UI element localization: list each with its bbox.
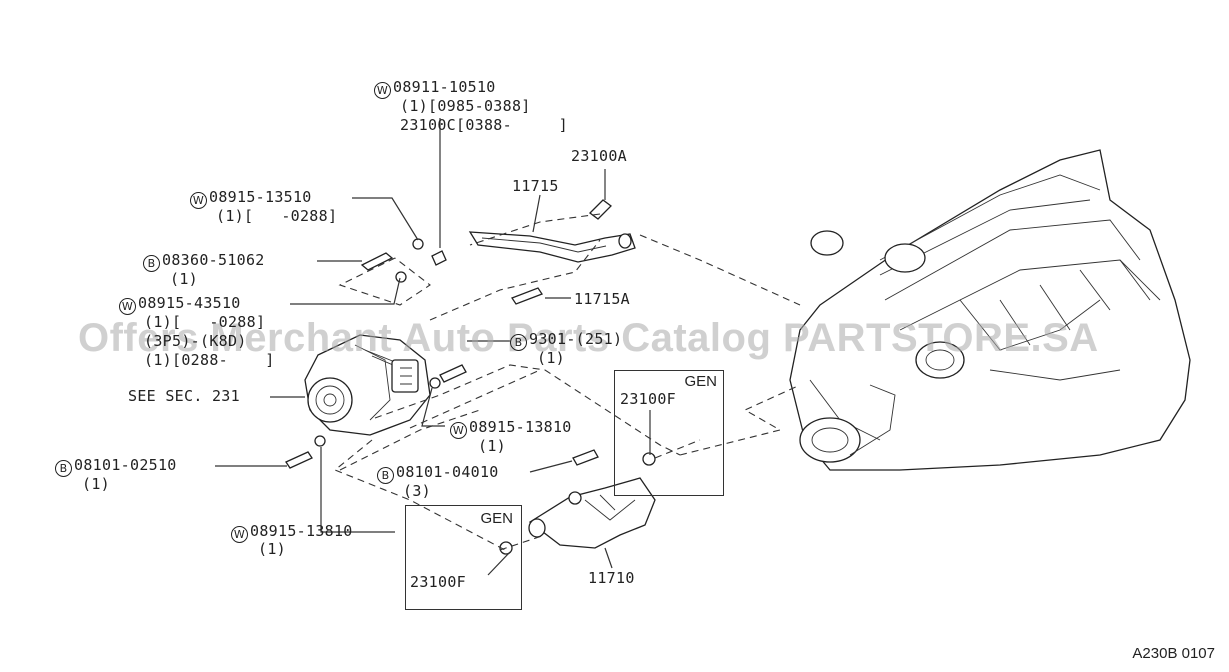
dashed-reference-lines xyxy=(333,213,801,551)
part-number: 08915-43510 xyxy=(138,294,241,312)
label-b-08360-line2: (1) xyxy=(170,270,198,288)
part-number: 08101-02510 xyxy=(74,456,177,474)
adjusting-bar-illustration xyxy=(468,231,636,263)
part-number: 08915-13810 xyxy=(469,418,572,436)
gen-box-bottom: GEN xyxy=(405,505,522,610)
bolt-mark-icon: B xyxy=(510,334,527,351)
label-23100a[interactable]: 23100A xyxy=(571,147,627,165)
label-b-right-line2: (1) xyxy=(537,349,565,367)
washer-mark-icon: W xyxy=(374,82,391,99)
watermark: Offers Merchant Auto Parts Catalog PARTS… xyxy=(78,316,1099,360)
label-w-08915-13810-a-line2: (1) xyxy=(478,437,506,455)
label-w-08911-line2: (1)[0985-0388] xyxy=(400,97,531,115)
gen-label-top: GEN xyxy=(684,373,717,390)
part-number: 08911-10510 xyxy=(393,78,496,96)
washer-mark-icon: W xyxy=(190,192,207,209)
part-number: 08101-04010 xyxy=(396,463,499,481)
label-b-08101-02510-line2: (1) xyxy=(82,475,110,493)
washer-mark-icon: W xyxy=(450,422,467,439)
label-see-sec-231[interactable]: SEE SEC. 231 xyxy=(128,387,240,405)
fasteners xyxy=(285,199,656,555)
washer-mark-icon: W xyxy=(119,298,136,315)
bolt-mark-icon: B xyxy=(143,255,160,272)
label-w-08915-43510-line3: (3P5)-(K8D) xyxy=(144,332,247,350)
diagram-code: A230B 0107 xyxy=(1132,645,1215,662)
gen-box-top: GEN xyxy=(614,370,724,496)
label-w-08915-13810-b-line2: (1) xyxy=(258,540,286,558)
label-11715[interactable]: 11715 xyxy=(512,177,559,195)
label-23100c[interactable]: 23100C[0388- ] xyxy=(400,116,568,134)
engine-block-illustration xyxy=(789,149,1191,471)
part-number: 08915-13510 xyxy=(209,188,312,206)
leader-lines xyxy=(215,118,651,576)
label-23100f-bottom[interactable]: 23100F xyxy=(410,573,466,591)
label-w-08915-43510-line2: (1)[ -0288] xyxy=(144,313,266,331)
label-w-08915-43510-line4: (1)[0288- ] xyxy=(144,351,275,369)
label-11710[interactable]: 11710 xyxy=(588,569,635,587)
part-number: 08915-13810 xyxy=(250,522,353,540)
label-23100f-top[interactable]: 23100F xyxy=(620,390,676,408)
bolt-mark-icon: B xyxy=(55,460,72,477)
label-11715a[interactable]: 11715A xyxy=(574,290,630,308)
washer-mark-icon: W xyxy=(231,526,248,543)
part-number: 08360-51062 xyxy=(162,251,265,269)
bolt-mark-icon: B xyxy=(377,467,394,484)
label-w-08915-13510-line2: (1)[ -0288] xyxy=(216,207,338,225)
part-number: 9301-(251) xyxy=(529,330,623,348)
gen-label-bottom: GEN xyxy=(480,510,513,527)
label-b-08101-04010-line2: (3) xyxy=(403,482,431,500)
